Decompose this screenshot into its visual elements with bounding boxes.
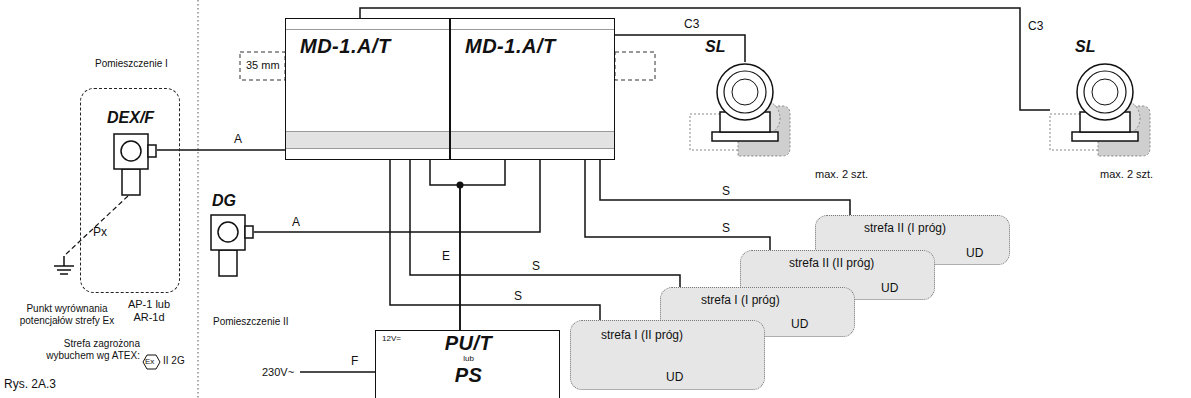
device-name: DG (212, 192, 236, 210)
module-edge (451, 29, 614, 30)
cable-connector (600, 160, 850, 215)
rail-dimension-box (240, 52, 285, 80)
device-name: DEX/F (107, 109, 154, 127)
rail-dimension-box (615, 52, 655, 80)
device-code: UD (881, 282, 898, 296)
mains-wire (300, 371, 375, 373)
zone-threshold: strefa II (II próg) (789, 257, 874, 271)
zone-threshold: strefa I (I próg) (701, 294, 780, 308)
hazard-zone-outline: AP-1 lub AR-1dDEX/F (80, 88, 180, 293)
note: Strefa zagrożona wybuchem wg ATEX: (32, 338, 140, 361)
gas-detector: DEX/F (107, 109, 157, 197)
room-name: Pomieszczenie I (95, 58, 168, 70)
device-code: UD (791, 318, 808, 332)
quantity-note: max. 2 szt. (1100, 168, 1153, 181)
signaller: SLmax. 2 szt. (690, 62, 790, 157)
zone-threshold: strefa I (II próg) (601, 329, 683, 343)
module-name: MD-1.A/T (465, 35, 556, 58)
cable-connector (585, 160, 770, 250)
cable-connector (390, 160, 600, 320)
voltage-mark: 12V= (382, 334, 401, 343)
sensor-icon (113, 133, 163, 197)
module-edge (286, 29, 449, 30)
cable-line (410, 160, 680, 287)
cable-line (615, 35, 745, 62)
conjunction: lub (376, 354, 561, 363)
cable-line (600, 160, 850, 215)
power-supply: 12V=PU/TlubPS (375, 330, 560, 398)
cable-type: C3 (1026, 20, 1045, 33)
terminal-strip (451, 131, 614, 149)
control-module: MD-1.A/T (285, 18, 450, 160)
room-name: Pomieszczenie II (213, 316, 289, 328)
mains-voltage: 230V~ (262, 366, 294, 379)
cable-connector (254, 160, 540, 232)
cable-line (390, 160, 600, 320)
terminal-strip (286, 131, 449, 149)
device-name: SL (705, 38, 725, 56)
device-icon (210, 214, 260, 282)
module-caption: AP-1 lub AR-1d (121, 298, 177, 323)
cable-line (157, 149, 285, 151)
siren-icon (690, 62, 790, 157)
wire-name: F (351, 355, 358, 369)
siren-icon (1050, 62, 1150, 157)
cable-connector (615, 35, 745, 62)
figure-caption: Rys. 2A.3 (4, 378, 56, 392)
gas-detector: DG (208, 192, 254, 274)
ground-symbol (54, 256, 74, 274)
cable-type: S (720, 185, 732, 198)
cable-line (585, 160, 770, 250)
device-code: UD (966, 247, 983, 261)
device-icon (690, 62, 790, 161)
dimension: 35 mm (246, 59, 280, 72)
cable-connector (410, 160, 680, 287)
cable-type: C3 (682, 18, 701, 31)
cable-line (254, 160, 540, 232)
device-name: PS (376, 364, 561, 387)
device-icon (113, 133, 163, 201)
device-icon (1050, 62, 1150, 161)
cable-type: S (720, 222, 732, 235)
room-divider (198, 0, 199, 398)
cable-connector (157, 150, 285, 151)
atex-class: II 2G (163, 355, 185, 367)
sensor-icon (210, 214, 260, 278)
module-name: MD-1.A/T (300, 35, 391, 58)
atex-mark: Ex (145, 357, 154, 366)
bonding-wire (64, 196, 128, 256)
signaller: SLmax. 2 szt. (1050, 62, 1150, 157)
quantity-note: max. 2 szt. (815, 168, 868, 181)
device-name: PU/T (376, 332, 561, 355)
cable-type: A (232, 133, 244, 146)
device-name: SL (1075, 38, 1095, 56)
zone-threshold: strefa II (I próg) (864, 222, 946, 236)
cable-type: S (512, 290, 524, 303)
cable-type: E (440, 250, 452, 263)
signalling-device: strefa I (II próg) UD (570, 320, 765, 390)
cable-type: S (530, 260, 542, 273)
device-code: UD (666, 371, 683, 385)
atex-hexagon (143, 355, 160, 369)
note: Punkt wyrównania potencjałów strefy Ex (3, 303, 131, 326)
cable-type: A (290, 216, 302, 229)
control-module: MD-1.A/T (450, 18, 615, 160)
wire-name: Px (93, 226, 107, 240)
